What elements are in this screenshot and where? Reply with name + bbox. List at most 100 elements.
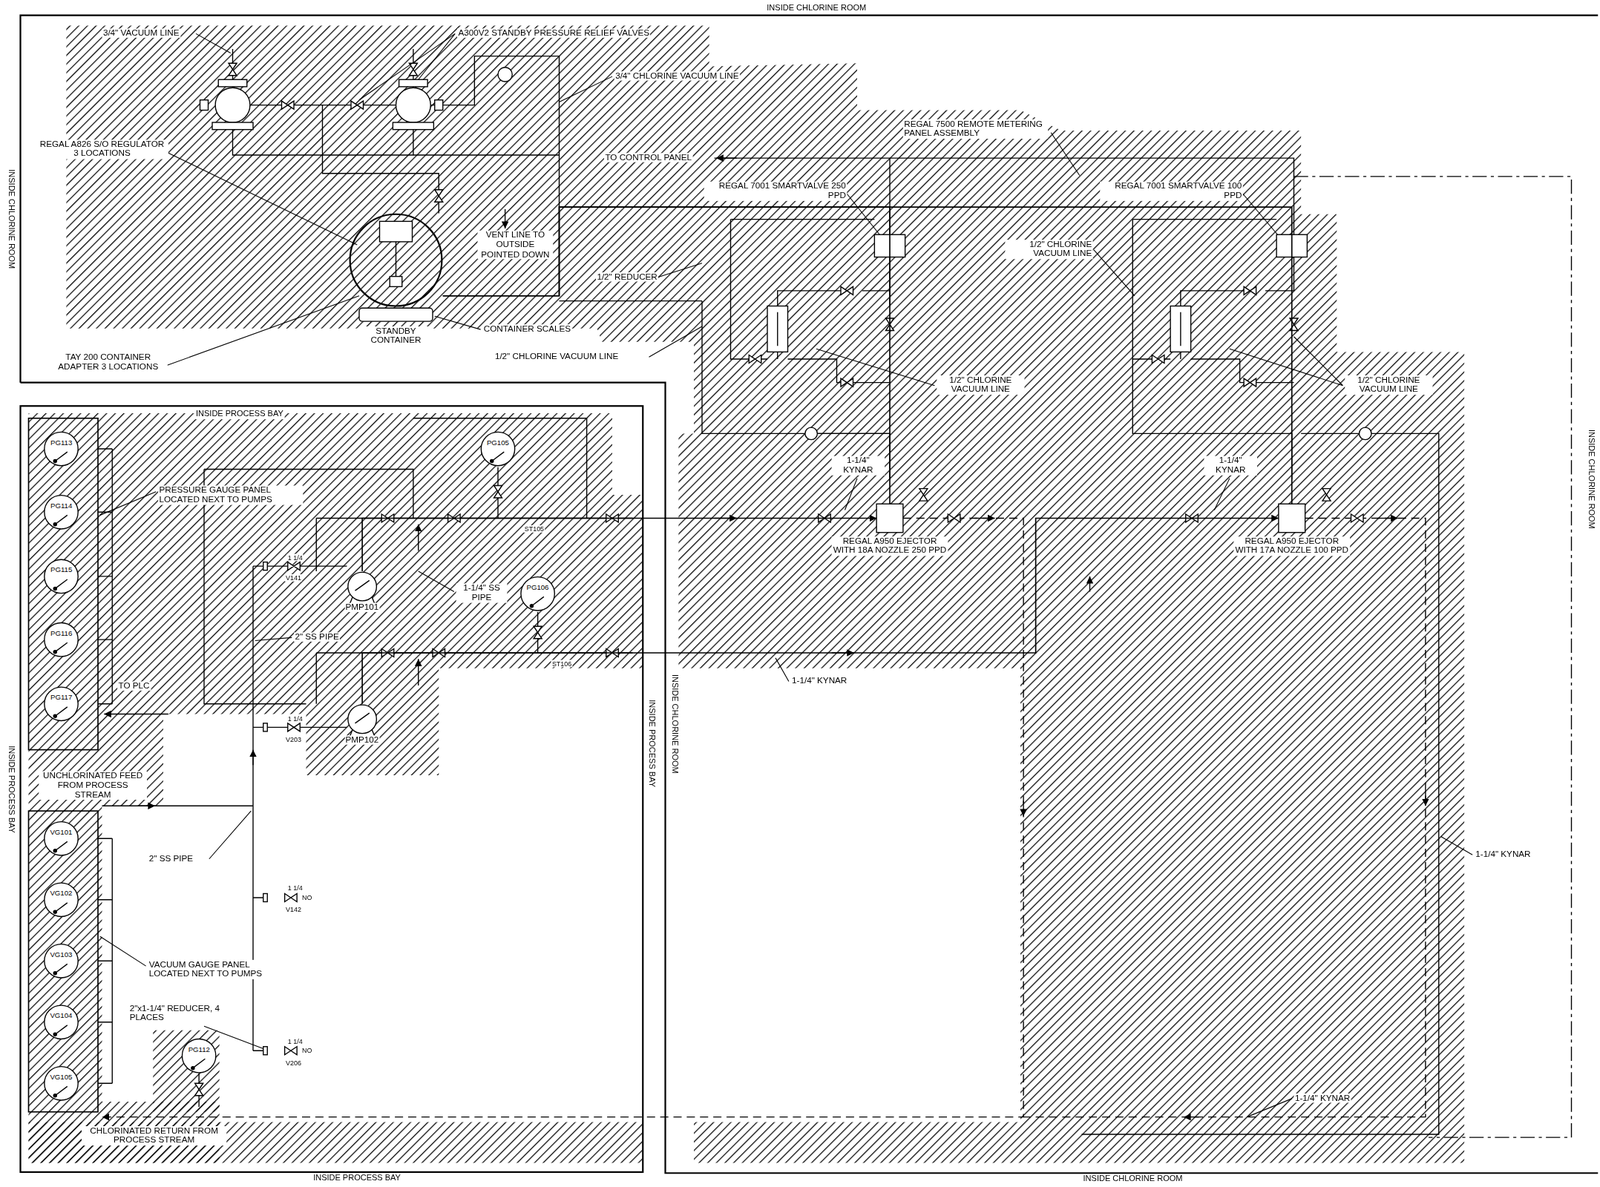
flow-arrow <box>716 157 737 159</box>
pipe-label: 2"x1-1/4" REDUCER, 4 PLACES <box>128 1004 248 1024</box>
shape-outline <box>1278 503 1306 533</box>
flow-arrow <box>417 658 419 686</box>
shape-outline <box>520 577 555 611</box>
instrument-symbol <box>263 723 268 732</box>
tag-label: VG101 <box>48 828 74 838</box>
shape-outline <box>44 883 78 917</box>
shape-outline <box>44 559 78 593</box>
valve-symbol <box>284 1047 298 1056</box>
shape-outline <box>20 15 1599 1175</box>
flow-arrow <box>138 805 156 807</box>
instrument-symbol <box>497 67 513 82</box>
shape-outline <box>20 405 644 1173</box>
shape-outline <box>44 687 78 721</box>
valve-symbol <box>195 1083 204 1097</box>
shape-outline <box>181 1038 216 1073</box>
shape-outline <box>43 943 79 979</box>
return-line <box>1023 518 1426 1118</box>
flow-arrow <box>252 750 254 766</box>
tag-label: PG105 <box>486 438 511 447</box>
flow-arrow <box>974 517 996 519</box>
shape-outline <box>43 559 79 595</box>
tag-label: VG104 <box>48 1012 74 1021</box>
gauge-circle: PG114 <box>43 494 79 530</box>
shape-outline <box>44 622 78 657</box>
leader-line <box>167 33 1278 366</box>
pipe-line <box>97 448 113 1084</box>
pipe-size: 1 1/4 <box>286 884 304 893</box>
shape-outline <box>520 576 556 612</box>
equipment-label: STANDBY CONTAINER <box>359 326 433 346</box>
equipment-label: REGAL A950 EJECTOR WITH 18A NOZZLE 250 P… <box>831 536 949 556</box>
gauge-circle: PG113 <box>43 431 79 467</box>
room-label: INSIDE PROCESS BAY <box>645 699 655 789</box>
valve-symbol <box>282 100 295 110</box>
instrument-symbol <box>777 312 1181 346</box>
pipe-label: REGAL 7500 REMOTE METERING PANEL ASSEMBL… <box>903 119 1048 139</box>
pipe-label: CHLORINATED RETURN FROM PROCESS STREAM <box>81 1126 227 1146</box>
room-label: INSIDE CHLORINE ROOM <box>1082 1175 1184 1185</box>
hatch-area <box>152 1030 219 1113</box>
tag-label: PG112 <box>187 1045 211 1054</box>
shape-outline <box>43 1066 79 1102</box>
equipment-label: REGAL A950 EJECTOR WITH 17A NOZZLE 100 P… <box>1233 536 1350 556</box>
flow-arrow <box>1377 517 1399 519</box>
shape-outline <box>44 495 78 530</box>
valve-tag: ST106 <box>551 660 573 668</box>
pipe-size: 1 1/4 <box>286 715 304 723</box>
valve-symbol <box>351 100 364 110</box>
shape-outline <box>181 1038 216 1073</box>
flow-arrow <box>103 713 169 715</box>
return-line <box>102 518 1426 1118</box>
valve-symbol <box>947 514 961 523</box>
shape-outline <box>54 515 68 524</box>
room-label: INSIDE PROCESS BAY <box>312 1174 403 1184</box>
shape-outline <box>44 944 78 979</box>
shape-outline <box>20 15 1599 1175</box>
gauge-panel <box>28 418 99 751</box>
regulator-symbol <box>434 100 444 111</box>
shape-outline <box>347 704 378 735</box>
regulator-symbol <box>218 79 248 87</box>
tag-label: PG115 <box>49 566 74 575</box>
shape-outline <box>355 713 370 724</box>
regulator-symbol <box>215 87 251 123</box>
tag-label: PG113 <box>49 438 74 447</box>
valve-tag: V203 <box>284 735 303 743</box>
shape-outline <box>54 1025 68 1035</box>
valve-symbol <box>748 355 762 364</box>
tag-label: PG116 <box>49 629 74 638</box>
shape-outline <box>529 604 533 608</box>
gauge-circle: PG116 <box>43 622 79 658</box>
shape-outline <box>348 212 444 308</box>
shape-outline <box>389 276 403 288</box>
shape-outline <box>44 822 78 856</box>
pipe-label: REGAL 7001 SMARTVALVE 250 PPD <box>704 181 848 202</box>
shape-outline <box>54 642 68 652</box>
shape-outline <box>43 821 79 857</box>
pipe-label: TAY 200 CONTAINER ADAPTER 3 LOCATIONS <box>48 353 168 373</box>
gauge-circle: VG102 <box>43 882 79 918</box>
gauge-circle: PG117 <box>43 686 79 722</box>
flow-arrow <box>103 158 1426 1118</box>
gauge-panel <box>28 811 99 1113</box>
room-label: INSIDE PROCESS BAY <box>5 745 15 835</box>
gauge-circle: PG105 <box>480 431 516 467</box>
pipe-size: 1 1/4 <box>286 1037 304 1045</box>
tag-label: PG114 <box>49 502 74 511</box>
regulator-symbol <box>399 79 429 87</box>
tag-label: PG106 <box>525 584 550 593</box>
shape-outline <box>876 503 904 533</box>
flow-arrow <box>1183 1116 1200 1118</box>
shape-outline <box>876 503 904 533</box>
shape-outline <box>350 214 443 307</box>
pipe-connector <box>362 518 1279 705</box>
valve-symbol <box>1351 514 1365 523</box>
shape-outline <box>480 431 516 467</box>
pipe-line <box>97 48 1439 1135</box>
valve-symbol <box>284 894 298 903</box>
gauge-circle: VG103 <box>43 943 79 979</box>
valve-symbol <box>494 486 503 499</box>
shape-outline <box>492 451 505 461</box>
pipe-label: TO CONTROL PANEL <box>604 152 693 163</box>
